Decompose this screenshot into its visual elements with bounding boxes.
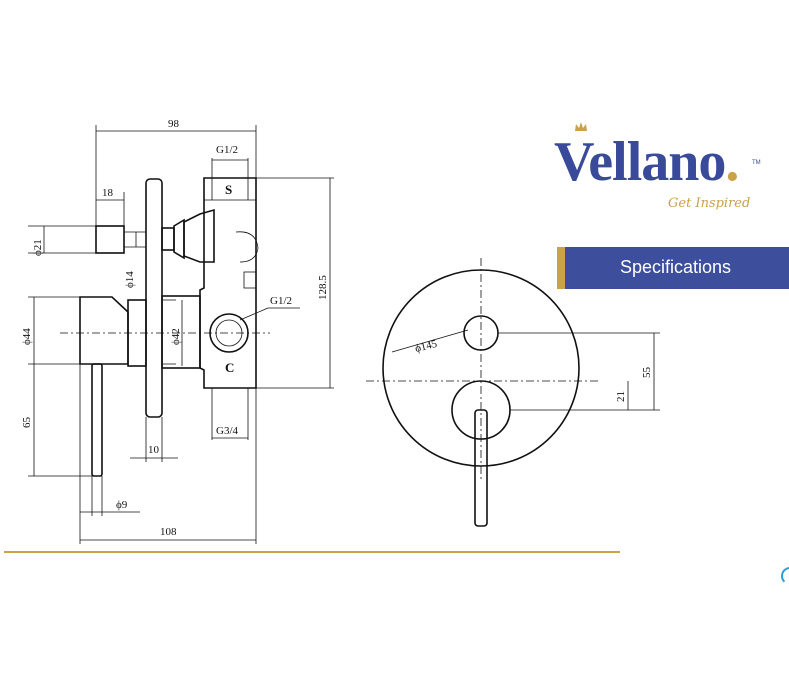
banner-accent	[557, 247, 565, 289]
side-view: S C 98 G1/2 18 ϕ21 ϕ14 ϕ44 ϕ42	[21, 118, 334, 544]
divider-line	[4, 551, 620, 553]
dim-65: 65	[21, 417, 33, 429]
front-view: ϕ145 55 21	[366, 258, 660, 527]
dim-g12-top: G1/2	[216, 144, 238, 156]
specifications-label: Specifications	[620, 257, 732, 277]
dim-9: ϕ9	[116, 499, 128, 511]
dim-128-5: 128.5	[317, 275, 329, 300]
dim-55: 55	[641, 367, 653, 379]
trademark-mark: TM	[752, 160, 761, 166]
valve-body	[199, 177, 257, 389]
dim-108: 108	[160, 526, 177, 538]
crown-icon	[575, 122, 587, 131]
brand-name: Vellano.	[554, 131, 739, 193]
loading-icon	[781, 567, 789, 585]
dim-front-21: 21	[615, 391, 627, 402]
dim-g34: G3/4	[216, 425, 239, 437]
mixer-handle	[79, 296, 129, 365]
dim-18: 18	[102, 187, 114, 199]
dim-44: ϕ44	[21, 328, 33, 345]
dim-21: ϕ21	[32, 239, 44, 256]
dim-g12-side: G1/2	[270, 295, 292, 307]
dim-10: 10	[148, 444, 160, 456]
dim-14: ϕ14	[124, 271, 136, 288]
dim-98: 98	[168, 118, 180, 130]
svg-text:S: S	[225, 182, 232, 197]
diverter-knob	[95, 225, 125, 254]
specifications-banner: Specifications	[557, 247, 789, 289]
dim-42: ϕ42	[170, 328, 182, 345]
wall-plate	[145, 178, 163, 418]
svg-text:C: C	[225, 360, 234, 375]
brand-logo: Vellano. TM Get Inspired	[550, 122, 770, 223]
brand-tagline: Get Inspired	[668, 196, 751, 211]
dim-145: ϕ145	[414, 338, 439, 355]
